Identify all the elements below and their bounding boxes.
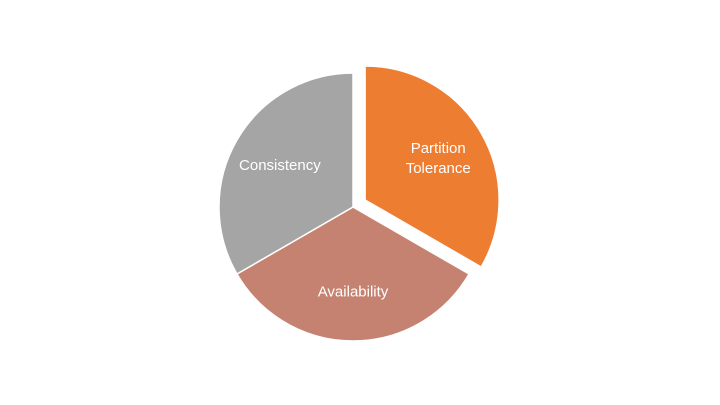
slice-label-line: Availability bbox=[318, 283, 389, 300]
slice-label-line: Partition bbox=[411, 140, 466, 157]
pie-slice-consistency bbox=[218, 72, 354, 276]
slice-label-availability: Availability bbox=[318, 283, 389, 300]
pie-slice-partition-tolerance bbox=[364, 65, 500, 269]
slice-label-consistency: Consistency bbox=[239, 157, 321, 174]
pie-slice-availability bbox=[235, 206, 471, 342]
pie-slices bbox=[218, 65, 500, 342]
slice-label-line: Consistency bbox=[239, 157, 321, 174]
slice-label-line: Tolerance bbox=[406, 160, 471, 177]
